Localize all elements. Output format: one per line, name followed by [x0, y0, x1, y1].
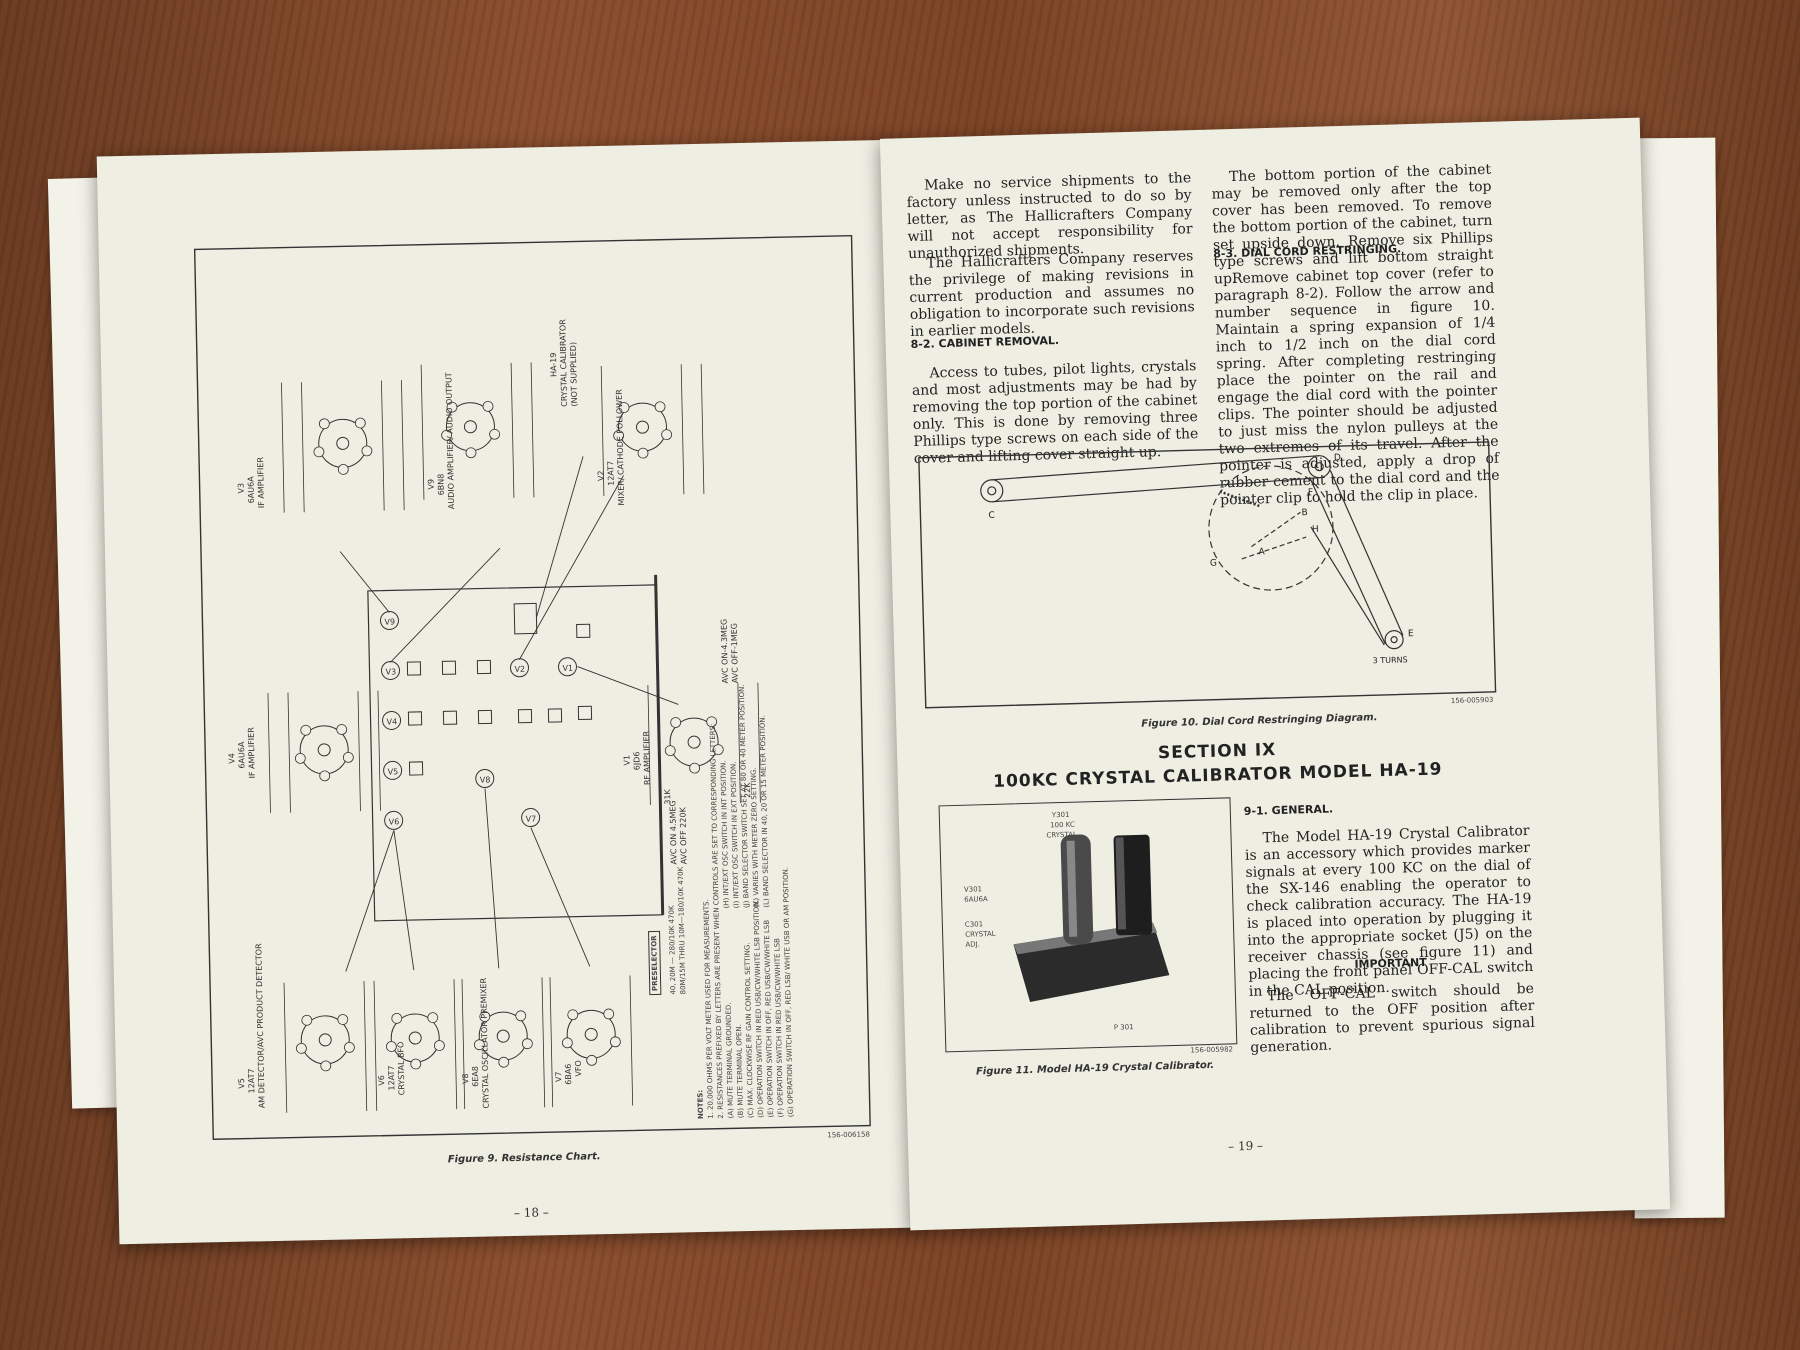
- fig11-label-100kc: 100 KC: [1050, 820, 1075, 830]
- tube-type-v2: 12AT7: [606, 461, 616, 486]
- tube-type-v6: 12AT7: [387, 1065, 397, 1090]
- tube-id-v7: V7: [554, 1071, 563, 1082]
- tube-type-v5: 12AT7: [247, 1068, 257, 1093]
- tube-type-v3: 6AU6A: [246, 476, 256, 504]
- chassis-label-v8: V8: [480, 775, 491, 784]
- left-page: V3 6AU6A IF AMPLIFIER V9 6BN8 AUDIO AMPL…: [96, 139, 920, 1245]
- tube-type-ha19: CRYSTAL CALIBRATOR: [558, 319, 569, 407]
- tube-id-v4: V4: [227, 753, 236, 764]
- figure10-code: 156-005903: [1450, 695, 1494, 706]
- notes-title: NOTES:: [696, 1089, 705, 1120]
- chassis-label-v6: V6: [389, 817, 400, 826]
- figure9-code: 156-006158: [827, 1130, 871, 1140]
- tube-role-v7: VFO: [574, 1060, 583, 1077]
- v1-value-avc-on-45: AVC ON 4.5MEG: [668, 800, 678, 864]
- fig10-label-a: A: [1258, 547, 1265, 557]
- fig11-label-crystal: CRYSTAL: [1046, 830, 1077, 840]
- para-general: The Model HA-19 Crystal Calibrator is an…: [1244, 822, 1534, 1000]
- chassis-label-v2: V2: [514, 665, 525, 674]
- page-number-18: – 18 –: [513, 1205, 549, 1220]
- tube-type-v8: 6EA8: [471, 1066, 480, 1087]
- heading-cabinet-removal: 8-2. CABINET REMOVAL.: [910, 333, 1060, 352]
- heading-general: 9-1. GENERAL.: [1243, 802, 1334, 818]
- tube-id-v6: V6: [377, 1075, 386, 1086]
- tube-role-v4: IF AMPLIFIER: [247, 727, 257, 779]
- chassis-label-v4: V4: [387, 717, 398, 726]
- v1-value-avc-off: AVC OFF-1MEG: [730, 623, 740, 683]
- tube-id-v1: V1: [622, 755, 631, 766]
- fig10-label-h: H: [1312, 525, 1319, 535]
- chassis-label-v1: V1: [562, 664, 573, 673]
- tube-role-v3: IF AMPLIFIER: [256, 457, 266, 509]
- dial-cord-diagram: C D E F G H A B 3 TURNS: [918, 441, 1497, 709]
- fig10-label-turns: 3 TURNS: [1373, 655, 1408, 665]
- para-revisions: The Hallicrafters Company reserves the p…: [908, 248, 1195, 341]
- fig10-label-c: C: [988, 511, 995, 521]
- fig10-label-d: D: [1334, 453, 1341, 463]
- page-number-19: – 19 –: [1227, 1138, 1264, 1154]
- tube-id-v5: V5: [237, 1078, 246, 1089]
- tube-type-v4: 6AU6A: [237, 741, 247, 769]
- fig11-label-p301: P 301: [1113, 1023, 1134, 1032]
- fig11-label-c301: C301: [964, 920, 984, 929]
- tube-role-v1: RF AMPLIFIER: [642, 730, 652, 785]
- fig10-label-g: G: [1210, 559, 1217, 569]
- ha19-photo-frame: Y301 100 KC CRYSTAL V301 6AU6A C301 CRYS…: [938, 797, 1238, 1053]
- tube-id-v3: V3: [237, 483, 246, 494]
- fig11-label-crystal-adj-1: CRYSTAL: [965, 929, 996, 939]
- ha19-photo: [1013, 834, 1170, 1002]
- para-important: The OFF-CAL switch should be returned to…: [1249, 980, 1536, 1056]
- fig10-label-e: E: [1408, 629, 1414, 639]
- tube-role-v2: MIXER/ CATHODE FOLLOWER: [615, 389, 626, 506]
- v1-value-avc-off-220: AVC OFF 220K: [678, 806, 688, 864]
- right-page: Make no service shipments to the factory…: [879, 117, 1671, 1231]
- v1-value-avc-on: AVC ON-4.3MEG: [720, 619, 730, 684]
- fig11-label-v301: V301: [963, 885, 983, 894]
- v1-value-22k: 22K: [743, 782, 752, 798]
- preselector-label: PRESELECTOR: [648, 931, 662, 996]
- tube-role-v5: AM DETECTOR/AVC PRODUCT DETECTOR: [254, 943, 266, 1108]
- fig10-label-f: F: [1308, 488, 1313, 498]
- tube-role-ha19: (NOT SUPPLIED): [569, 342, 579, 407]
- tube-id-v8: V8: [461, 1073, 470, 1084]
- tube-type-v1: 6JD6: [632, 752, 641, 771]
- tube-id-v2: V2: [596, 470, 605, 481]
- figure11-caption: Figure 11. Model HA-19 Crystal Calibrato…: [975, 1059, 1215, 1078]
- fig11-label-y301: Y301: [1051, 810, 1070, 820]
- chassis-label-v9: V9: [384, 617, 395, 626]
- tube-role-v9: AUDIO AMPLIFIER/ AUDIO OUTPUT: [444, 372, 456, 509]
- tube-id-ha19: HA-19: [549, 352, 559, 377]
- v1-value-31k: 31K: [663, 788, 672, 804]
- chassis-label-v5: V5: [388, 767, 399, 776]
- figure11-code: 156-005982: [1190, 1045, 1234, 1055]
- fig11-label-crystal-adj-2: ADJ.: [965, 940, 981, 949]
- tube-type-v7: 6BA6: [564, 1064, 573, 1085]
- tube-role-v8: CRYSTAL OSCILLATOR PREMIXER: [479, 977, 491, 1108]
- fig10-label-b: B: [1301, 508, 1307, 518]
- chassis-label-v3: V3: [385, 667, 396, 676]
- tube-id-v9: V9: [427, 479, 436, 490]
- resistance-chart: V3 6AU6A IF AMPLIFIER V9 6BN8 AUDIO AMPL…: [193, 234, 871, 1140]
- tube-type-v9: 6BN8: [436, 474, 445, 496]
- chassis-label-v7: V7: [526, 814, 537, 823]
- tube-role-v6: CRYSTAL BFO: [396, 1041, 406, 1095]
- fig11-label-6au6a: 6AU6A: [964, 895, 988, 904]
